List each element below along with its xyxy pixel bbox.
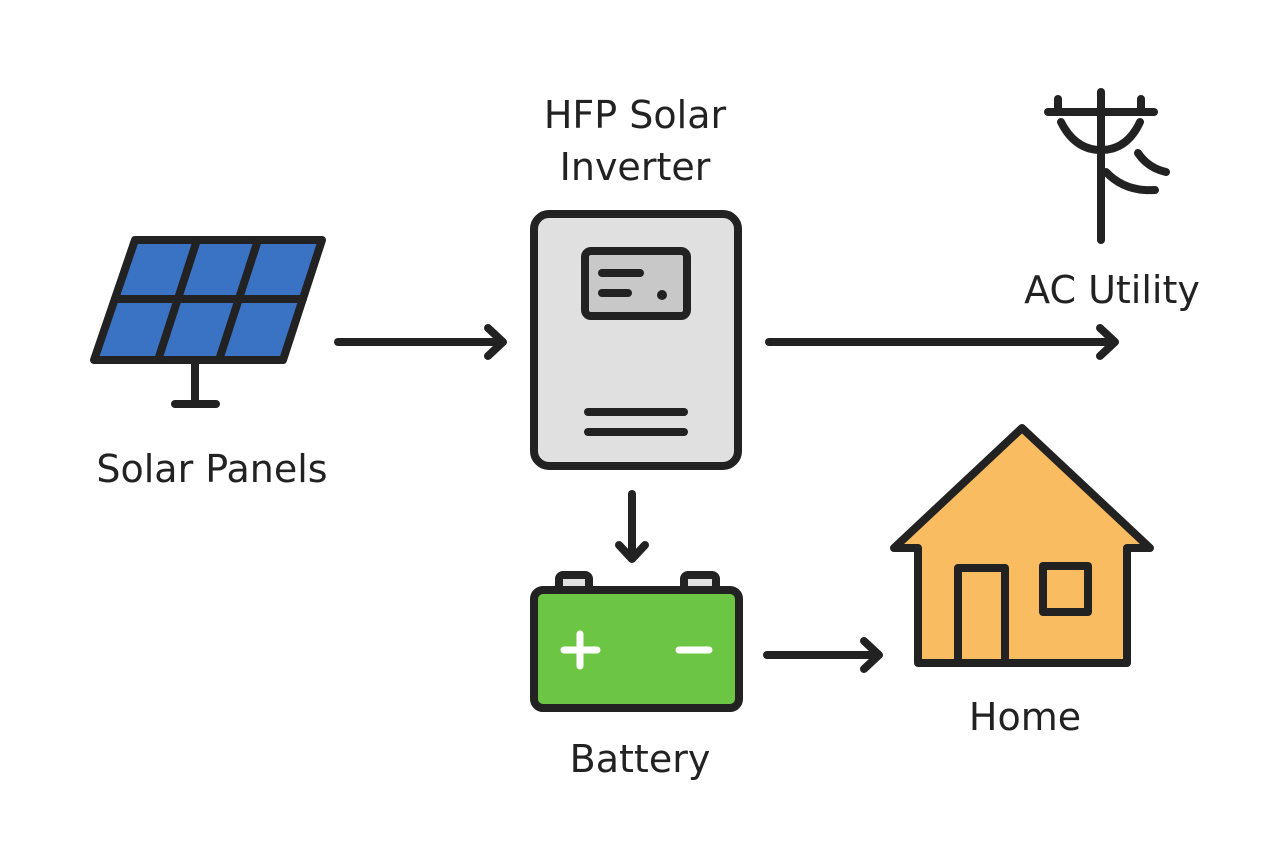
utility-pole-icon bbox=[1044, 88, 1170, 244]
solar-panel-icon bbox=[90, 236, 326, 408]
inverter-icon bbox=[530, 210, 742, 470]
arrow-panels-to-inverter bbox=[334, 324, 507, 360]
inverter-title-line2: Inverter bbox=[560, 145, 711, 189]
arrow-inverter-to-utility bbox=[765, 324, 1119, 360]
ac-utility-label: AC Utility bbox=[1024, 268, 1200, 312]
arrow-inverter-to-battery bbox=[615, 490, 649, 563]
home-label: Home bbox=[969, 695, 1081, 739]
house-icon bbox=[890, 424, 1154, 667]
battery-label: Battery bbox=[570, 737, 711, 781]
solar-panels-label: Solar Panels bbox=[96, 447, 327, 491]
arrow-battery-to-home bbox=[763, 637, 883, 673]
inverter-title-line1: HFP Solar bbox=[544, 93, 727, 137]
battery-icon bbox=[530, 571, 743, 712]
